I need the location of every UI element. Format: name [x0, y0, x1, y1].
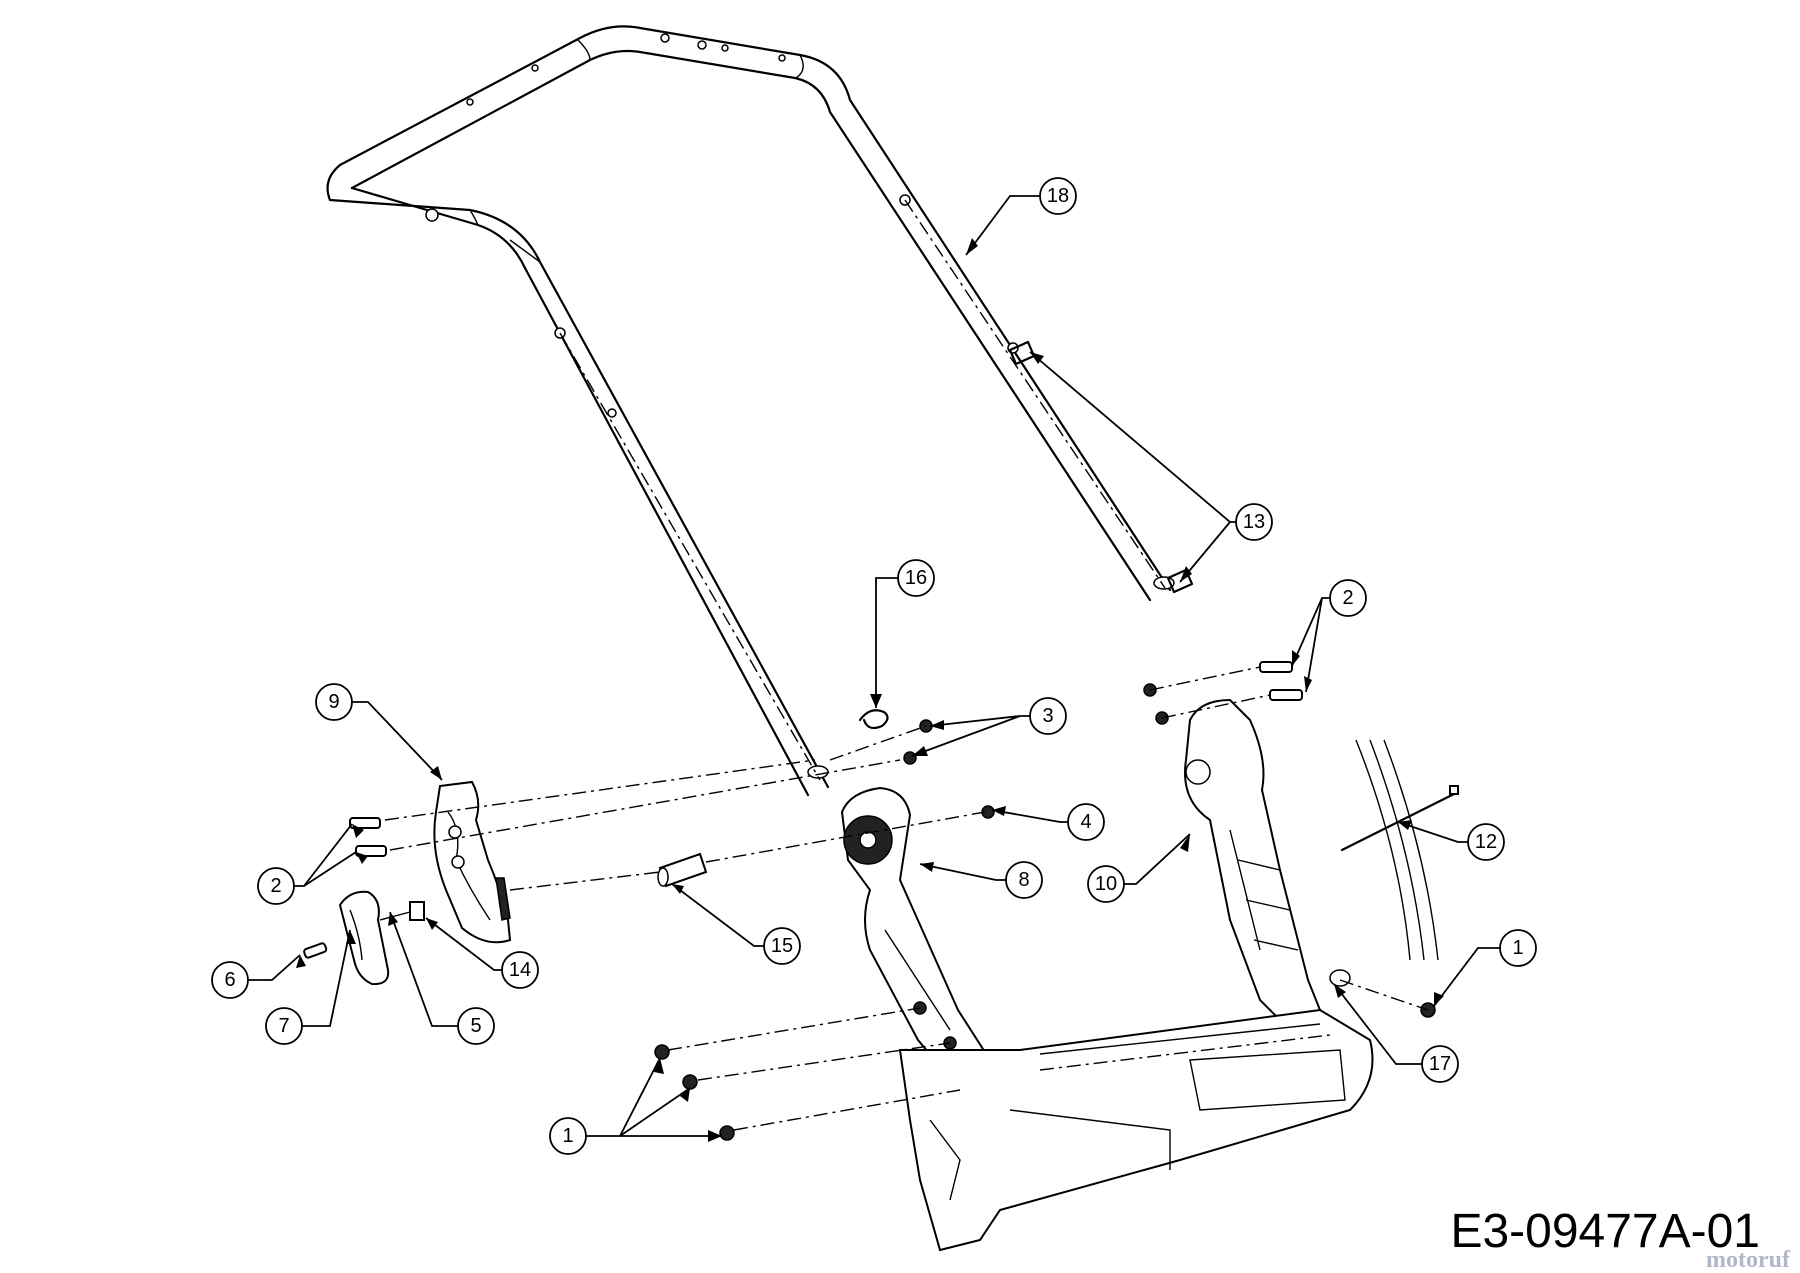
bolts-left [303, 817, 387, 959]
drawing-code: E3-09477A-01 [1450, 1205, 1760, 1258]
callout-6: 6 [211, 961, 249, 999]
callout-label: 16 [905, 567, 927, 589]
callout-label: 17 [1429, 1053, 1451, 1075]
callout-4: 4 [1067, 803, 1105, 841]
callout-label: 13 [1243, 511, 1265, 533]
handle-bracket-left [433, 780, 512, 944]
assembly-lines [384, 199, 1429, 1131]
callout-9: 9 [315, 683, 353, 721]
callout-2-right: 2 [1329, 579, 1367, 617]
leader-arrows [296, 238, 1444, 1142]
callout-8: 8 [1005, 861, 1043, 899]
callout-13: 13 [1235, 503, 1273, 541]
callout-label: 5 [470, 1015, 481, 1037]
side-arm-left [840, 786, 992, 1092]
callout-label: 1 [1512, 937, 1523, 959]
bolts-right [1259, 661, 1303, 701]
callout-17: 17 [1421, 1045, 1459, 1083]
callout-12: 12 [1467, 823, 1505, 861]
callout-3: 3 [1029, 697, 1067, 735]
callout-label: 12 [1475, 831, 1497, 853]
mower-deck [898, 969, 1374, 1252]
side-arm-right [1184, 698, 1322, 1032]
deck-screws [654, 1002, 1436, 1141]
callout-label: 18 [1047, 185, 1069, 207]
callout-15: 15 [763, 927, 801, 965]
callout-label: 4 [1080, 811, 1091, 833]
callout-5: 5 [457, 1007, 495, 1045]
adjust-knob [338, 890, 425, 986]
callout-label: 6 [224, 969, 235, 991]
callout-18: 18 [1039, 177, 1077, 215]
callout-label: 7 [278, 1015, 289, 1037]
callout-14: 14 [501, 951, 539, 989]
callout-1-left: 1 [549, 1117, 587, 1155]
callout-label: 9 [328, 691, 339, 713]
callout-10: 10 [1087, 865, 1125, 903]
watermark-logo: motoruf [1706, 1247, 1790, 1273]
leader-lines [248, 195, 1500, 1137]
upper-handle-bar [326, 25, 1175, 797]
spacer-tube [657, 852, 708, 888]
cable-hook [858, 709, 889, 730]
callout-2-left: 2 [257, 867, 295, 905]
callout-label: 3 [1042, 705, 1053, 727]
callout-label: 1 [562, 1125, 573, 1147]
callout-7: 7 [265, 1007, 303, 1045]
callout-label: 15 [771, 935, 793, 957]
callout-label: 10 [1095, 873, 1117, 895]
callout-1-right: 1 [1499, 929, 1537, 967]
callout-label: 2 [1342, 587, 1353, 609]
callout-label: 2 [270, 875, 281, 897]
cable-tie [1340, 739, 1460, 961]
callout-16: 16 [897, 559, 935, 597]
callout-label: 14 [509, 959, 531, 981]
callout-label: 8 [1018, 869, 1029, 891]
